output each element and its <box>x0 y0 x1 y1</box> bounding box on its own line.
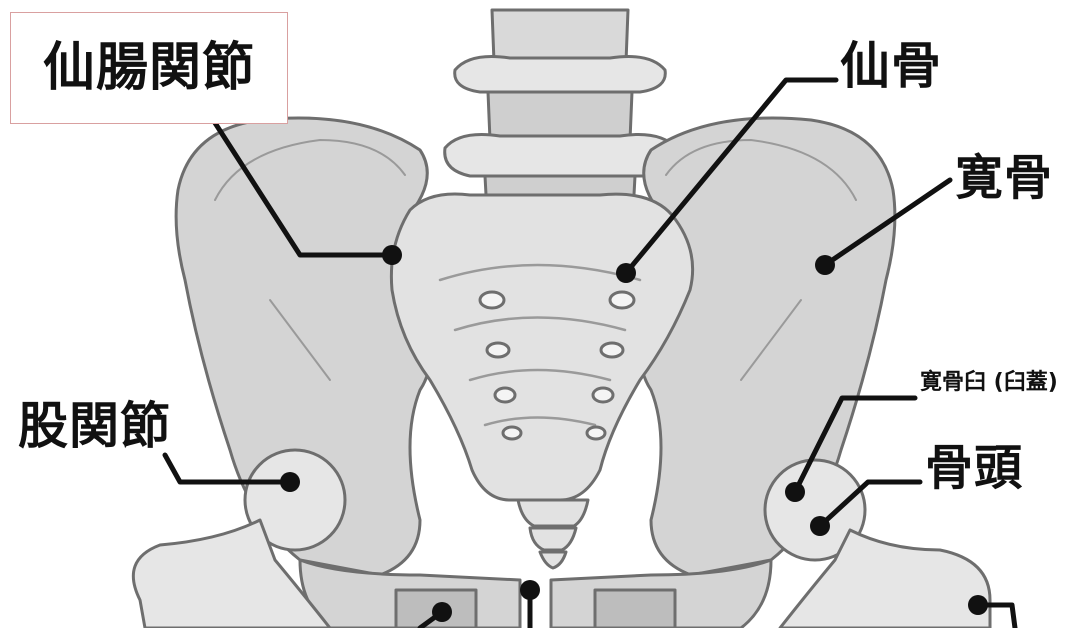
coccyx-shape <box>518 500 588 568</box>
sacrum-shape <box>391 194 692 500</box>
dot-femoralhead <box>810 516 830 536</box>
dot-sacrum <box>616 263 636 283</box>
label-sacroiliac-joint: 仙腸関節 <box>10 12 288 124</box>
label-sacrum: 仙骨 <box>840 38 942 94</box>
label-femoral-head: 骨頭 <box>925 440 1023 496</box>
dot-bottom-center <box>520 580 540 600</box>
label-hip-bone: 寛骨 <box>955 150 1053 206</box>
dot-hipbone <box>815 255 835 275</box>
dot-acetabulum <box>785 482 805 502</box>
dot-hipjoint <box>280 472 300 492</box>
dot-sacroiliac <box>382 245 402 265</box>
label-sacroiliac-joint-text: 仙腸関節 <box>43 40 255 96</box>
label-acetabulum: 寛骨臼 (臼蓋) <box>920 370 1058 396</box>
dot-bottom-right <box>968 595 988 615</box>
dot-bottom-left <box>432 602 452 622</box>
label-hip-joint: 股関節 <box>18 398 171 454</box>
